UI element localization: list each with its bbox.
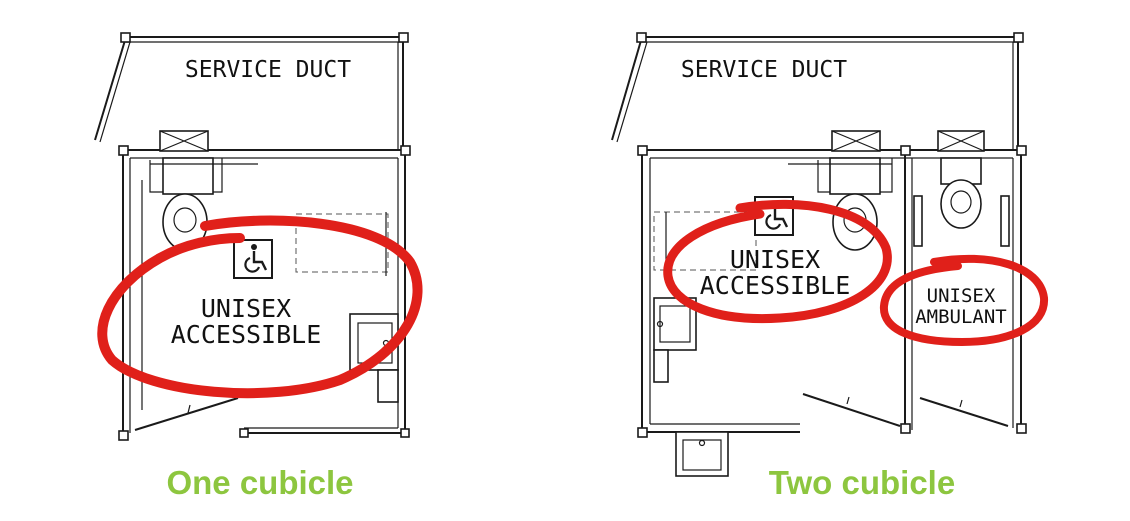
left-room-label-line1: UNISEX [201, 294, 291, 323]
right-shower-zone [653, 211, 757, 271]
right-accessible-highlight-circle [663, 199, 892, 324]
right-ambulant-label-line2: AMBULANT [915, 306, 1007, 328]
left-service-duct-label: SERVICE DUCT [185, 57, 351, 83]
left-wheelchair-icon [233, 239, 273, 279]
right-accessible-label-line2: ACCESSIBLE [700, 271, 851, 300]
left-service-duct: SERVICE DUCT [94, 32, 409, 150]
left-floor-plan: SERVICE DUCT [94, 32, 423, 501]
left-highlight-circle [97, 215, 423, 399]
right-service-duct: SERVICE DUCT [611, 32, 1024, 150]
right-ambulant-toilet [940, 179, 982, 229]
right-service-duct-label: SERVICE DUCT [681, 57, 847, 83]
right-ambulant-highlight-circle [879, 254, 1049, 346]
right-ambulant-label-line1: UNISEX [927, 285, 996, 307]
left-room-label-line2: ACCESSIBLE [171, 320, 322, 349]
right-room-walls [637, 145, 1027, 438]
right-accessible-label-line1: UNISEX [730, 245, 820, 274]
right-external-basin [675, 431, 729, 477]
right-fixtures [653, 130, 1010, 477]
right-caption: Two cubicle [769, 464, 955, 501]
left-caption: One cubicle [166, 464, 353, 501]
right-floor-plan: SERVICE DUCT [611, 32, 1049, 501]
